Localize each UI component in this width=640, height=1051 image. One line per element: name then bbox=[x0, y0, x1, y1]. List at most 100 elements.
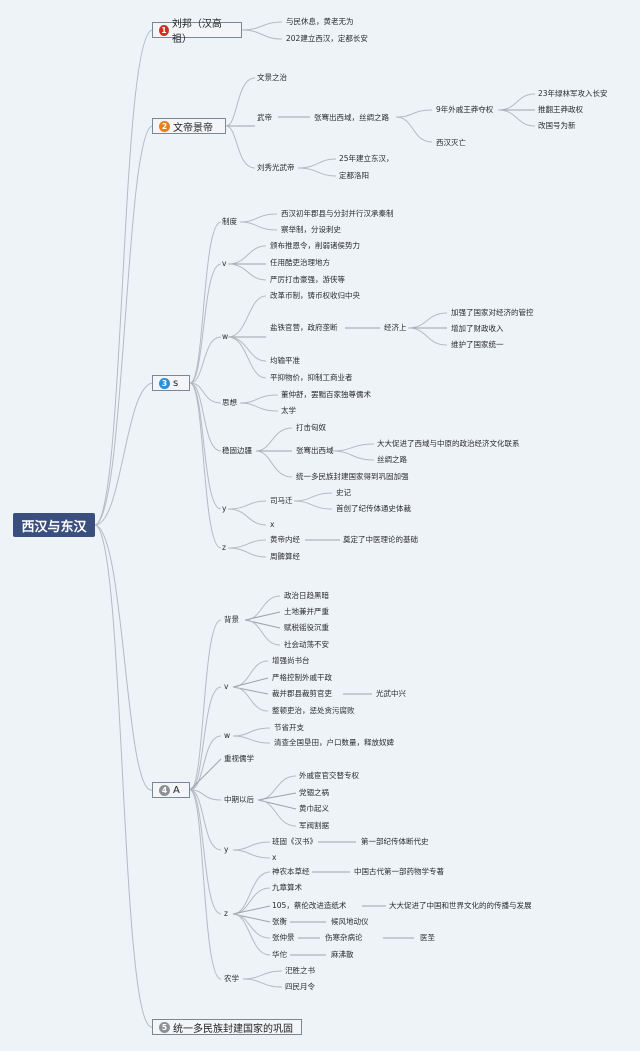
node-t3-v[interactable]: v bbox=[222, 259, 227, 268]
node-t4-zq2[interactable]: 党锢之祸 bbox=[299, 788, 329, 797]
topic-3-number-badge: 3 bbox=[159, 377, 170, 389]
node-t3-z1[interactable]: 黄帝内经 bbox=[270, 535, 300, 544]
node-t4-z2[interactable]: 九章算术 bbox=[272, 883, 302, 892]
node-t4-v3a[interactable]: 光武中兴 bbox=[376, 689, 406, 698]
node-t4-z5b[interactable]: 医圣 bbox=[420, 933, 435, 942]
node-t3-zd1[interactable]: 西汉初年郡县与分封并行汉承秦制 bbox=[281, 209, 394, 218]
node-t3-gb2a[interactable]: 大大促进了西域与中原的政治经济文化联系 bbox=[377, 439, 520, 448]
node-t4-nx2[interactable]: 四民月令 bbox=[285, 982, 315, 991]
node-t3-y1b[interactable]: 首创了纪传体通史体裁 bbox=[336, 504, 411, 513]
node-t3-zd2[interactable]: 察举制，分设刺史 bbox=[281, 225, 341, 234]
node-t3-gb1[interactable]: 打击匈奴 bbox=[296, 423, 326, 432]
node-t3-gb[interactable]: 稳固边疆 bbox=[222, 446, 252, 455]
topic-1-number-badge: 1 bbox=[159, 24, 169, 36]
node-t3-zd[interactable]: 制度 bbox=[222, 217, 237, 226]
node-t4-w2[interactable]: 清查全国垦田，户口数量，释放奴婢 bbox=[274, 738, 394, 747]
node-t4-z6a[interactable]: 麻沸散 bbox=[331, 950, 354, 959]
node-t4-bj3[interactable]: 赋税徭役沉重 bbox=[284, 623, 329, 632]
node-t4-y1[interactable]: 班固《汉书》 bbox=[272, 837, 317, 846]
node-t4-bj1[interactable]: 政治日趋黑暗 bbox=[284, 591, 329, 600]
node-t4-z3[interactable]: 105，蔡伦改进造纸术 bbox=[272, 901, 347, 910]
node-t3-sx2[interactable]: 太学 bbox=[281, 406, 296, 415]
node-t4-z4[interactable]: 张衡 bbox=[272, 917, 287, 926]
node-t3-gb3[interactable]: 统一多民族封建国家得到巩固加强 bbox=[296, 472, 409, 481]
node-t2-b2c[interactable]: 改国号为新 bbox=[538, 121, 576, 130]
node-t4-v1[interactable]: 增强尚书台 bbox=[272, 656, 310, 665]
node-t2-c1[interactable]: 25年建立东汉， bbox=[339, 154, 394, 163]
node-t3-z2[interactable]: 周髀算经 bbox=[270, 552, 300, 561]
node-t3-v1[interactable]: 颁布推恩令，削弱诸侯势力 bbox=[270, 241, 360, 250]
node-t3-w4[interactable]: 平抑物价，抑制工商业者 bbox=[270, 373, 353, 382]
node-t3-w2[interactable]: 盐铁官营，政府垄断 bbox=[270, 323, 338, 332]
node-t4-z5a[interactable]: 伤寒杂病论 bbox=[325, 933, 363, 942]
topic-5-node[interactable]: 5 统一多民族封建国家的巩固 bbox=[152, 1019, 302, 1035]
node-t2-b[interactable]: 武帝 bbox=[257, 113, 272, 122]
node-t2-b2a[interactable]: 23年绿林军攻入长安 bbox=[538, 89, 608, 98]
node-t3-w[interactable]: w bbox=[222, 332, 229, 341]
node-t4-y[interactable]: y bbox=[224, 845, 229, 854]
node-t4-v[interactable]: v bbox=[224, 682, 229, 691]
root-node[interactable]: 西汉与东汉 bbox=[13, 513, 95, 537]
node-t4-v2[interactable]: 严格控制外戚干政 bbox=[272, 673, 332, 682]
node-t3-sx[interactable]: 思想 bbox=[222, 398, 237, 407]
node-t4-v4[interactable]: 整顿吏治，惩处贪污腐败 bbox=[272, 706, 355, 715]
node-t3-w3[interactable]: 均输平准 bbox=[270, 356, 300, 365]
topic-2-label: 文帝景帝 bbox=[173, 122, 213, 134]
node-t2-c2[interactable]: 定都洛阳 bbox=[339, 171, 369, 180]
node-t4-w1[interactable]: 节省开支 bbox=[274, 723, 304, 732]
node-t4-z[interactable]: z bbox=[224, 909, 228, 918]
node-t3-w2a3[interactable]: 维护了国家统一 bbox=[451, 340, 504, 349]
topic-1-node[interactable]: 1 刘邦（汉高祖） bbox=[152, 19, 242, 45]
node-t2-b3[interactable]: 西汉灭亡 bbox=[436, 138, 466, 147]
node-t4-bj[interactable]: 背景 bbox=[224, 615, 239, 624]
node-t3-w1[interactable]: 改革币制，铸币权收归中央 bbox=[270, 291, 360, 300]
node-t4-zq1[interactable]: 外戚宦官交替专权 bbox=[299, 771, 359, 780]
node-t3-w2a1[interactable]: 加强了国家对经济的管控 bbox=[451, 308, 534, 317]
node-t4-z3a[interactable]: 大大促进了中国和世界文化的的传播与发展 bbox=[389, 901, 532, 910]
node-t4-z1a[interactable]: 中国古代第一部药物学专著 bbox=[354, 867, 444, 876]
node-t3-y1[interactable]: 司马迁 bbox=[270, 496, 293, 505]
node-t4-z6[interactable]: 华佗 bbox=[272, 950, 287, 959]
node-t4-zq4[interactable]: 军阀割据 bbox=[299, 821, 329, 830]
node-t1-c1[interactable]: 与民休息，黄老无为 bbox=[286, 17, 354, 26]
node-t4-z1[interactable]: 神农本草经 bbox=[272, 867, 310, 876]
node-t3-y2[interactable]: x bbox=[270, 520, 275, 529]
node-t3-z1a[interactable]: 奠定了中医理论的基础 bbox=[343, 535, 418, 544]
node-t3-w2a2[interactable]: 增加了财政收入 bbox=[451, 324, 504, 333]
node-t4-rx[interactable]: 重视儒学 bbox=[224, 754, 254, 763]
node-t1-c2[interactable]: 202建立西汉，定都长安 bbox=[286, 34, 368, 43]
node-t3-z[interactable]: z bbox=[222, 543, 226, 552]
node-t2-b2b[interactable]: 推翻王莽政权 bbox=[538, 105, 583, 114]
topic-3-node[interactable]: 3 s bbox=[152, 375, 190, 391]
node-t3-v3[interactable]: 严厉打击豪强，游侠等 bbox=[270, 275, 345, 284]
node-t3-gb2b[interactable]: 丝绸之路 bbox=[377, 455, 407, 464]
topic-2-node[interactable]: 2 文帝景帝 bbox=[152, 118, 226, 134]
node-t3-v2[interactable]: 任用酷吏治理地方 bbox=[270, 258, 330, 267]
node-t4-z4a[interactable]: 候风地动仪 bbox=[331, 917, 369, 926]
node-t2-b1[interactable]: 张骞出西域，丝绸之路 bbox=[314, 113, 389, 122]
node-t3-sx1[interactable]: 董仲舒，罢黜百家独尊儒术 bbox=[281, 390, 371, 399]
topic-2-number-badge: 2 bbox=[159, 120, 170, 132]
node-t4-nx1[interactable]: 汜胜之书 bbox=[285, 966, 315, 975]
node-t3-y1a[interactable]: 史记 bbox=[336, 488, 351, 497]
node-t4-nx[interactable]: 农学 bbox=[224, 974, 239, 983]
node-t4-bj4[interactable]: 社会动荡不安 bbox=[284, 640, 329, 649]
topic-4-number-badge: 4 bbox=[159, 784, 170, 796]
node-t3-y[interactable]: y bbox=[222, 504, 227, 513]
topic-5-number-badge: 5 bbox=[159, 1021, 170, 1033]
node-t4-w[interactable]: w bbox=[224, 731, 231, 740]
node-t4-y2[interactable]: x bbox=[272, 853, 277, 862]
node-t4-zq[interactable]: 中期以后 bbox=[224, 795, 254, 804]
topic-4-node[interactable]: 4 A bbox=[152, 782, 190, 798]
node-t4-bj2[interactable]: 土地兼并严重 bbox=[284, 607, 329, 616]
node-t4-y1a[interactable]: 第一部纪传体断代史 bbox=[361, 837, 429, 846]
node-t4-z5[interactable]: 张仲景 bbox=[272, 933, 295, 942]
node-t2-a[interactable]: 文景之治 bbox=[257, 73, 287, 82]
node-t3-w2a[interactable]: 经济上 bbox=[384, 323, 407, 332]
node-t2-b2[interactable]: 9年外戚王莽夺权 bbox=[436, 105, 494, 114]
node-t3-gb2[interactable]: 张骞出西域 bbox=[296, 446, 334, 455]
node-t4-zq3[interactable]: 黄巾起义 bbox=[299, 804, 329, 813]
node-t2-c[interactable]: 刘秀光武帝 bbox=[257, 163, 295, 172]
node-t4-v3[interactable]: 裁并郡县裁剪官吏 bbox=[272, 689, 332, 698]
